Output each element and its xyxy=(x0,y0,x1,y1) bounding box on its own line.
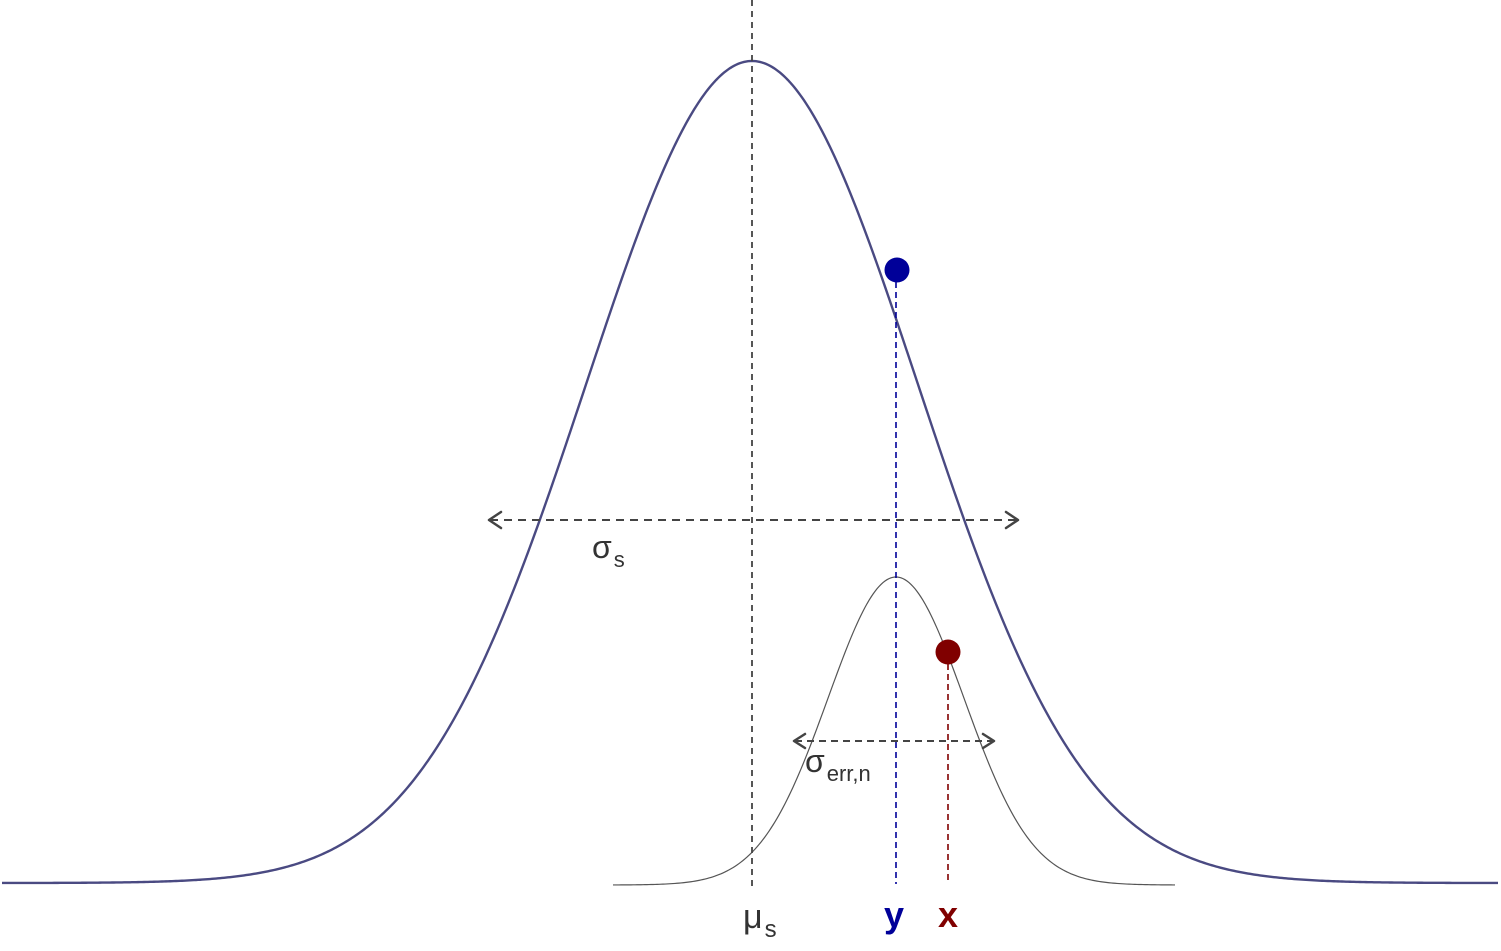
arrow-left-icon xyxy=(792,732,807,750)
mu-s-label: μs xyxy=(743,898,777,943)
arrow-right-icon xyxy=(981,732,996,750)
sigma-err-arrow xyxy=(792,732,996,750)
x-label: x xyxy=(938,894,958,935)
y-label: y xyxy=(884,894,904,935)
arrow-left-icon xyxy=(487,510,503,530)
x-point-marker xyxy=(935,639,961,665)
sigma-err-label: σerr,n xyxy=(805,743,871,786)
sigma-s-label: σs xyxy=(592,529,625,572)
arrow-right-icon xyxy=(1004,510,1020,530)
measurement-distribution-curve xyxy=(612,576,1176,886)
sigma-s-arrow xyxy=(487,510,1020,530)
y-point-marker xyxy=(884,257,910,283)
prior-distribution-curve xyxy=(2,59,1499,885)
